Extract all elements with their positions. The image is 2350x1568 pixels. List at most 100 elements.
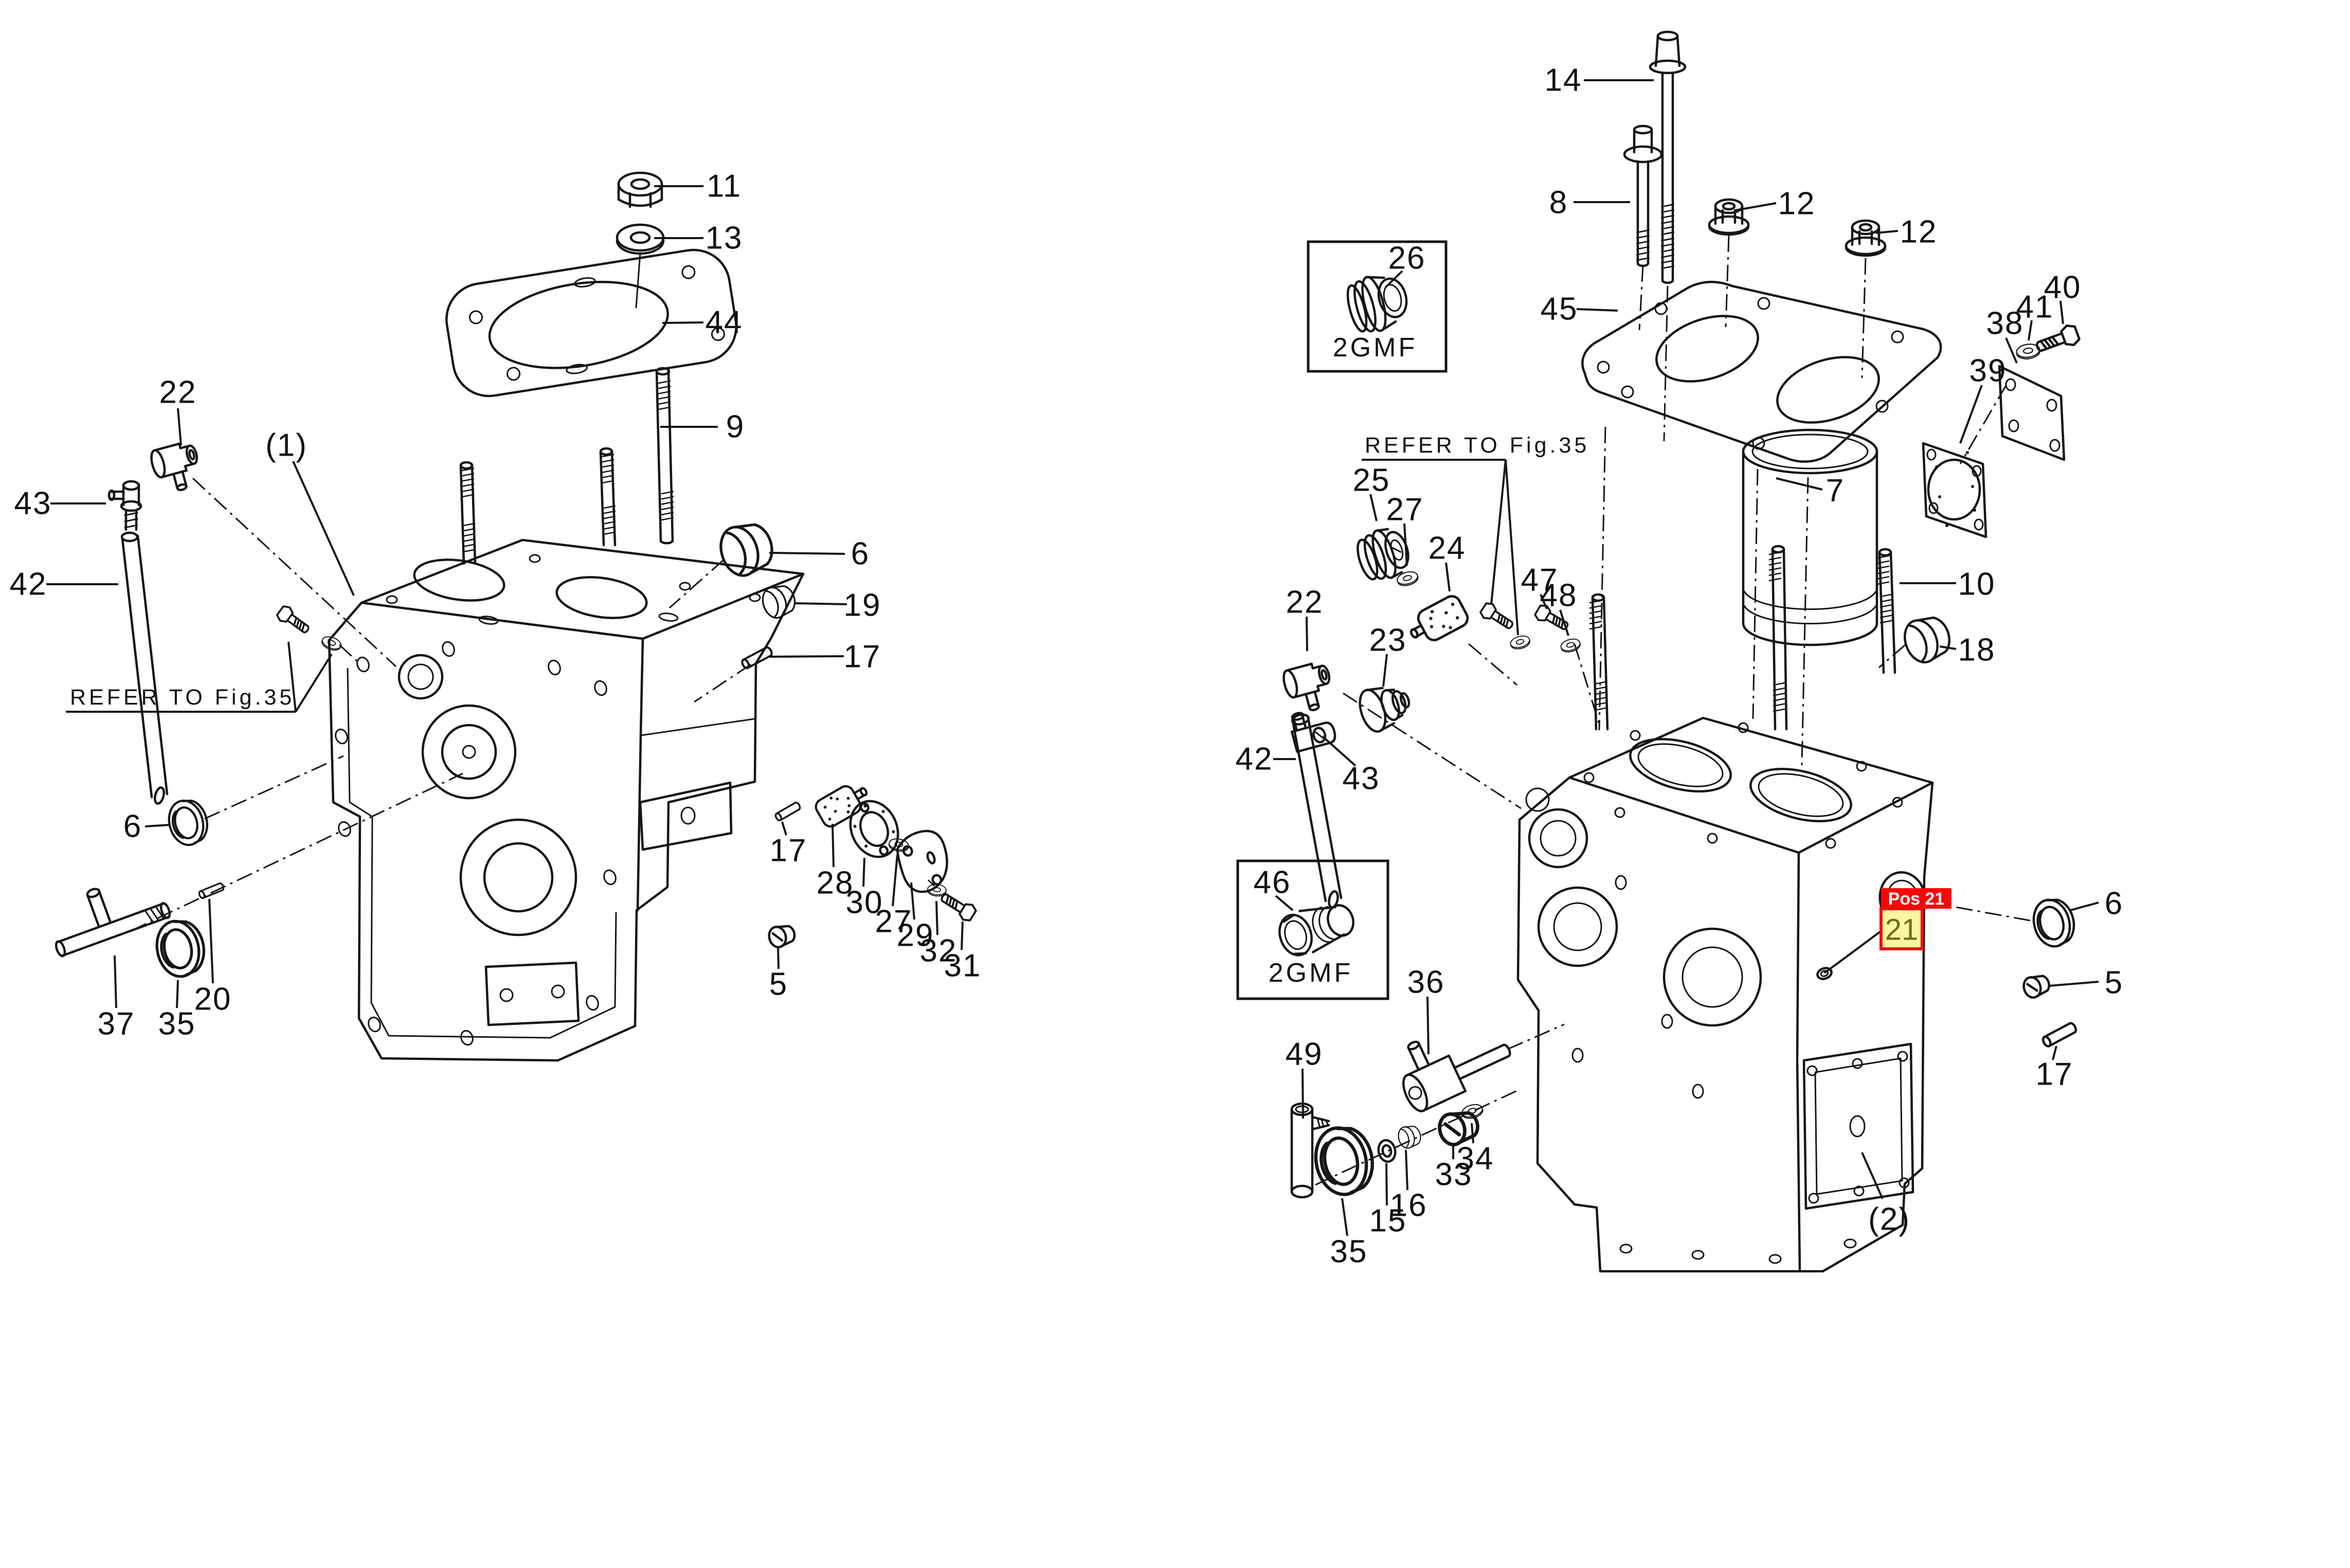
model-caption: 2GMF [1269, 958, 1353, 988]
part-callout-6[interactable]: 6 [851, 536, 870, 572]
callout-leader [1445, 562, 1451, 592]
refer-note-leader [1490, 459, 1507, 605]
part-callout-10[interactable]: 10 [1958, 567, 1996, 602]
part-callout-17[interactable]: 17 [2036, 1057, 2073, 1092]
pos-badge [1881, 888, 1951, 909]
part-callout-5[interactable]: 5 [2105, 965, 2123, 1001]
part-callout-45[interactable]: 45 [1541, 292, 1578, 327]
part-callout-24[interactable]: 24 [1429, 531, 1466, 566]
callout-leader [1959, 385, 1983, 444]
callout-leader [2005, 337, 2018, 364]
part-callout-38[interactable]: 38 [1986, 306, 2024, 341]
callout-leader [177, 408, 182, 446]
refer-note-leader [295, 653, 333, 713]
part-callout-13[interactable]: 13 [706, 221, 743, 256]
part-callout-19[interactable]: 19 [844, 588, 881, 623]
part-callout-43[interactable]: 43 [1343, 761, 1380, 797]
part-callout-20[interactable]: 20 [194, 982, 232, 1017]
leader-lines-layer [46, 79, 2099, 1236]
callout-leader [1734, 202, 1777, 211]
part-callout-23[interactable]: 23 [1369, 623, 1407, 658]
callout-leader [2059, 300, 2064, 325]
pos-badge-label: Pos 21 [1888, 889, 1945, 909]
part-callout-11[interactable]: 11 [707, 169, 742, 204]
part-callout-8[interactable]: 8 [1549, 185, 1568, 221]
part-callout-25[interactable]: 25 [1353, 463, 1390, 498]
part-callout-9[interactable]: 9 [726, 409, 745, 445]
callout-leader [176, 980, 179, 1008]
callout-leader [1403, 523, 1408, 566]
part-callout-39[interactable]: 39 [1969, 353, 2007, 389]
part-callout-30[interactable]: 30 [846, 885, 883, 921]
part-callout-6[interactable]: 6 [2105, 886, 2123, 922]
callout-leader [1382, 654, 1388, 687]
callout-leader [2052, 1046, 2057, 1060]
part-callout-35[interactable]: 35 [1330, 1234, 1368, 1270]
part-callout-18[interactable]: 18 [1958, 633, 1996, 668]
callout-leader [662, 321, 704, 324]
part-callout-12[interactable]: 12 [1900, 214, 1938, 250]
left-parts-art [55, 173, 979, 980]
part-callout-32[interactable]: 32 [920, 933, 957, 969]
part-callout-49[interactable]: 49 [1286, 1037, 1323, 1072]
part-callout-26[interactable]: 26 [1388, 241, 1426, 276]
inset-box-46 [1236, 859, 1389, 1000]
part-callout-14[interactable]: 14 [1545, 63, 1582, 98]
part-callout-27[interactable]: 27 [1386, 492, 1424, 528]
part-callout-17[interactable]: 17 [770, 833, 807, 869]
selected-part-highlight[interactable] [1879, 907, 1924, 950]
part-callout-37[interactable]: 37 [98, 1006, 135, 1042]
callout-leader [1385, 1163, 1388, 1206]
part-callout-6[interactable]: 6 [123, 809, 142, 844]
callout-leader [961, 921, 964, 950]
callout-leader [935, 900, 938, 935]
part-callout-36[interactable]: 36 [1407, 965, 1445, 1000]
part-callout-48[interactable]: 48 [1540, 578, 1578, 614]
part-callout-17[interactable]: 17 [844, 639, 881, 675]
part-callout-41[interactable]: 41 [2016, 290, 2054, 325]
part-callout-47[interactable]: 47 [1521, 563, 1559, 598]
part-callout-16[interactable]: 16 [1390, 1188, 1427, 1223]
callout-leader [1875, 230, 1899, 234]
part-callout-5[interactable]: 5 [769, 967, 788, 1002]
part-callout-27[interactable]: 27 [875, 904, 913, 940]
callout-leader [1405, 1149, 1408, 1191]
assembly-label-1[interactable]: (1) [265, 428, 308, 463]
part-callout-22[interactable]: 22 [1286, 585, 1324, 620]
part-callout-28[interactable]: 28 [817, 866, 854, 901]
part-callout-44[interactable]: 44 [706, 305, 743, 340]
part-callout-33[interactable]: 33 [1435, 1157, 1473, 1193]
part-callout-34[interactable]: 34 [1457, 1141, 1494, 1177]
part-callout-15[interactable]: 15 [1369, 1203, 1407, 1239]
part-callout-46[interactable]: 46 [1254, 865, 1291, 900]
part-callout-7[interactable]: 7 [1826, 473, 1845, 509]
callout-leader [781, 821, 787, 836]
part-21-hole [1816, 967, 1833, 980]
callout-leader [2048, 981, 2099, 987]
part-callout-12[interactable]: 12 [1778, 186, 1816, 222]
part-callout-35[interactable]: 35 [158, 1006, 196, 1042]
part-callout-43[interactable]: 43 [14, 486, 52, 521]
callout-leader [777, 947, 780, 969]
part-callout-31[interactable]: 31 [944, 948, 982, 984]
part-callout-42[interactable]: 42 [1236, 742, 1273, 777]
callout-leader [2028, 320, 2033, 341]
right-engine-block-art [1516, 716, 1934, 1273]
part-callout-29[interactable]: 29 [897, 918, 934, 953]
callout-leader [1426, 996, 1430, 1055]
callout-leader [144, 824, 170, 827]
callout-leader [769, 655, 844, 658]
assembly-label-2[interactable]: (2) [1868, 1202, 1910, 1237]
callout-leader [1471, 1123, 1474, 1144]
part-callout-22[interactable]: 22 [159, 375, 197, 410]
refer-note-leader [1505, 459, 1519, 636]
callout-leader [1861, 1152, 1884, 1199]
callout-leader [793, 602, 847, 605]
callout-leader [1341, 1198, 1348, 1236]
right-parts-art [1281, 30, 2081, 1199]
part-callout-42[interactable]: 42 [10, 567, 47, 602]
part-callout-40[interactable]: 40 [2044, 270, 2082, 305]
callout-leader [114, 955, 117, 1008]
callout-leader [831, 823, 835, 868]
